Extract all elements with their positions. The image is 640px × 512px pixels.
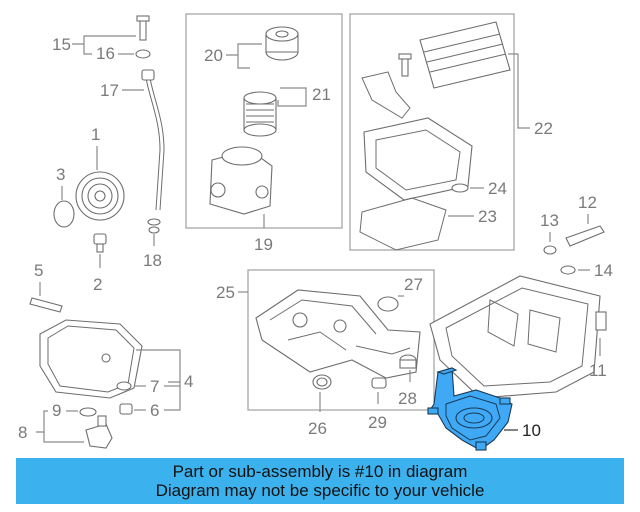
- info-banner: Part or sub-assembly is #10 in diagram D…: [16, 458, 624, 504]
- callout-12: 12: [578, 193, 597, 212]
- callout-14: 14: [594, 261, 613, 280]
- callout-29: 29: [368, 413, 387, 432]
- callout-5: 5: [34, 261, 43, 280]
- filter-element-part-21: [243, 91, 277, 137]
- lower-oil-pan-part-4: [39, 319, 143, 399]
- sensor-part-8: [85, 415, 113, 449]
- callout-2: 2: [93, 275, 102, 294]
- callout-8: 8: [18, 423, 27, 442]
- bolt-part-15: [136, 15, 150, 41]
- callout-24: 24: [488, 179, 507, 198]
- pulley-part-1: [75, 171, 125, 221]
- intake-manifold-part-25: [255, 289, 421, 379]
- upper-oil-pan-part-11: [429, 275, 607, 399]
- filter-housing-part-19: [209, 146, 273, 215]
- gasket-part-23: [359, 197, 447, 251]
- callout-15: 15: [52, 35, 71, 54]
- sensor-part-12: [565, 225, 605, 247]
- seal-part-3: [53, 200, 75, 228]
- callout-26: 26: [308, 419, 327, 438]
- washer-part-7: [116, 381, 132, 391]
- seal-part-14: [560, 265, 576, 275]
- banner-line-1: Part or sub-assembly is #10 in diagram: [172, 462, 468, 481]
- washer-part-16: [135, 49, 151, 59]
- callout-28: 28: [398, 389, 417, 408]
- plug-part-13: [543, 245, 557, 255]
- banner-line-2: Diagram may not be specific to your vehi…: [155, 481, 485, 500]
- bolt-part-2: [93, 233, 107, 253]
- callout-11: 11: [589, 361, 607, 380]
- oil-cooler-part-22: [398, 21, 511, 89]
- callout-7: 7: [150, 377, 159, 396]
- bracket-part-5: [29, 297, 63, 313]
- callout-16: 16: [96, 44, 115, 63]
- seal-part-9: [79, 407, 97, 417]
- callout-13: 13: [540, 211, 559, 230]
- callout-4: 4: [184, 372, 193, 391]
- dipstick-part-17: [141, 69, 165, 211]
- o-ring-part-24: [451, 183, 469, 193]
- callout-21: 21: [312, 85, 331, 104]
- cooler-base-part-22: [363, 117, 473, 201]
- o-ring-part-26: [312, 374, 332, 390]
- callout-10: 10: [522, 421, 541, 440]
- callout-23: 23: [478, 207, 497, 226]
- seal-part-27: [377, 296, 399, 312]
- filter-cap-part-20: [265, 26, 299, 61]
- cooler-gasket-upper: [361, 71, 411, 119]
- o-ring-part-18: [147, 218, 161, 234]
- oil-cooler-group-frame: [349, 13, 515, 251]
- callout-27: 27: [404, 275, 423, 294]
- callout-20: 20: [204, 46, 223, 65]
- callout-25: 25: [216, 283, 235, 302]
- callout-17: 17: [100, 81, 119, 100]
- callout-18: 18: [143, 251, 162, 270]
- cover-part-29: [371, 377, 387, 389]
- callout-9: 9: [52, 401, 61, 420]
- callout-6: 6: [150, 401, 159, 420]
- drain-plug-part-6: [119, 403, 133, 415]
- plug-part-28: [399, 354, 417, 369]
- highlighted-part-10: [427, 367, 513, 451]
- callout-22: 22: [534, 119, 553, 138]
- callout-19: 19: [254, 235, 273, 254]
- parts-diagram: 15 16 17 18 1 3 2 5: [18, 13, 613, 451]
- callout-3: 3: [56, 165, 65, 184]
- callout-1: 1: [91, 125, 100, 144]
